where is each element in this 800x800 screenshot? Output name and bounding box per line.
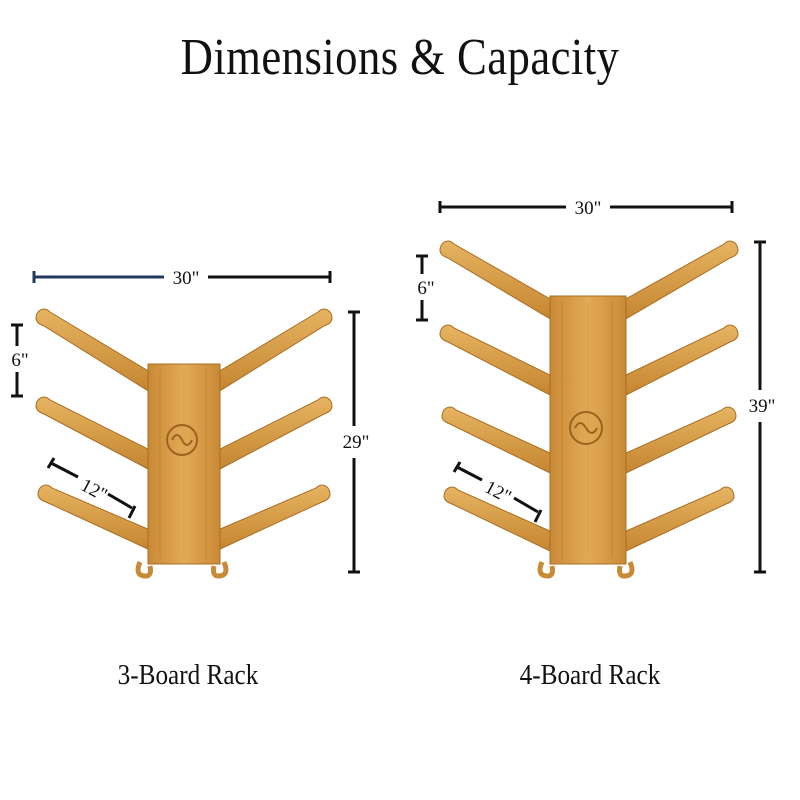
- arm: [439, 324, 553, 397]
- hook-icon: [135, 561, 153, 579]
- rack-3-spacing-dimension: 6": [11, 323, 29, 398]
- hook-icon: [617, 561, 635, 579]
- page-title: Dimensions & Capacity: [180, 29, 620, 86]
- rack-4-width-label: 30": [575, 198, 602, 219]
- rack-3-board: 30" 29" 6" 12": [11, 268, 370, 579]
- arm: [623, 486, 735, 553]
- rack-4-height-label: 39": [749, 396, 776, 417]
- brand-logo-icon: [166, 424, 198, 456]
- arm: [439, 240, 553, 321]
- rack-3-spacing-label: 6": [11, 350, 28, 371]
- rack-3-width-label: 30": [173, 268, 200, 289]
- rack-4-spacing-dimension: 6": [416, 254, 435, 322]
- rack-4-width-dimension: 30": [438, 198, 734, 219]
- rack-3-caption: 3-Board Rack: [117, 660, 259, 691]
- arm: [217, 484, 331, 551]
- brand-logo-icon: [569, 411, 603, 445]
- hook-icon: [537, 561, 555, 579]
- arm: [35, 308, 151, 393]
- arm: [623, 406, 737, 475]
- arm: [623, 240, 739, 321]
- arm: [217, 308, 333, 393]
- arm: [623, 324, 739, 397]
- rack-4-height-dimension: 39": [749, 240, 776, 574]
- hook-icon: [211, 561, 229, 579]
- rack-3-height-label: 29": [343, 432, 370, 453]
- rack-3-height-dimension: 29": [343, 310, 370, 574]
- rack-4-board: 30" 39" 6" 12": [416, 198, 776, 579]
- rack-3-width-dimension: 30": [32, 268, 332, 289]
- rack-4-caption: 4-Board Rack: [519, 660, 661, 691]
- arm: [217, 396, 333, 471]
- rack-4-spacing-label: 6": [417, 278, 434, 299]
